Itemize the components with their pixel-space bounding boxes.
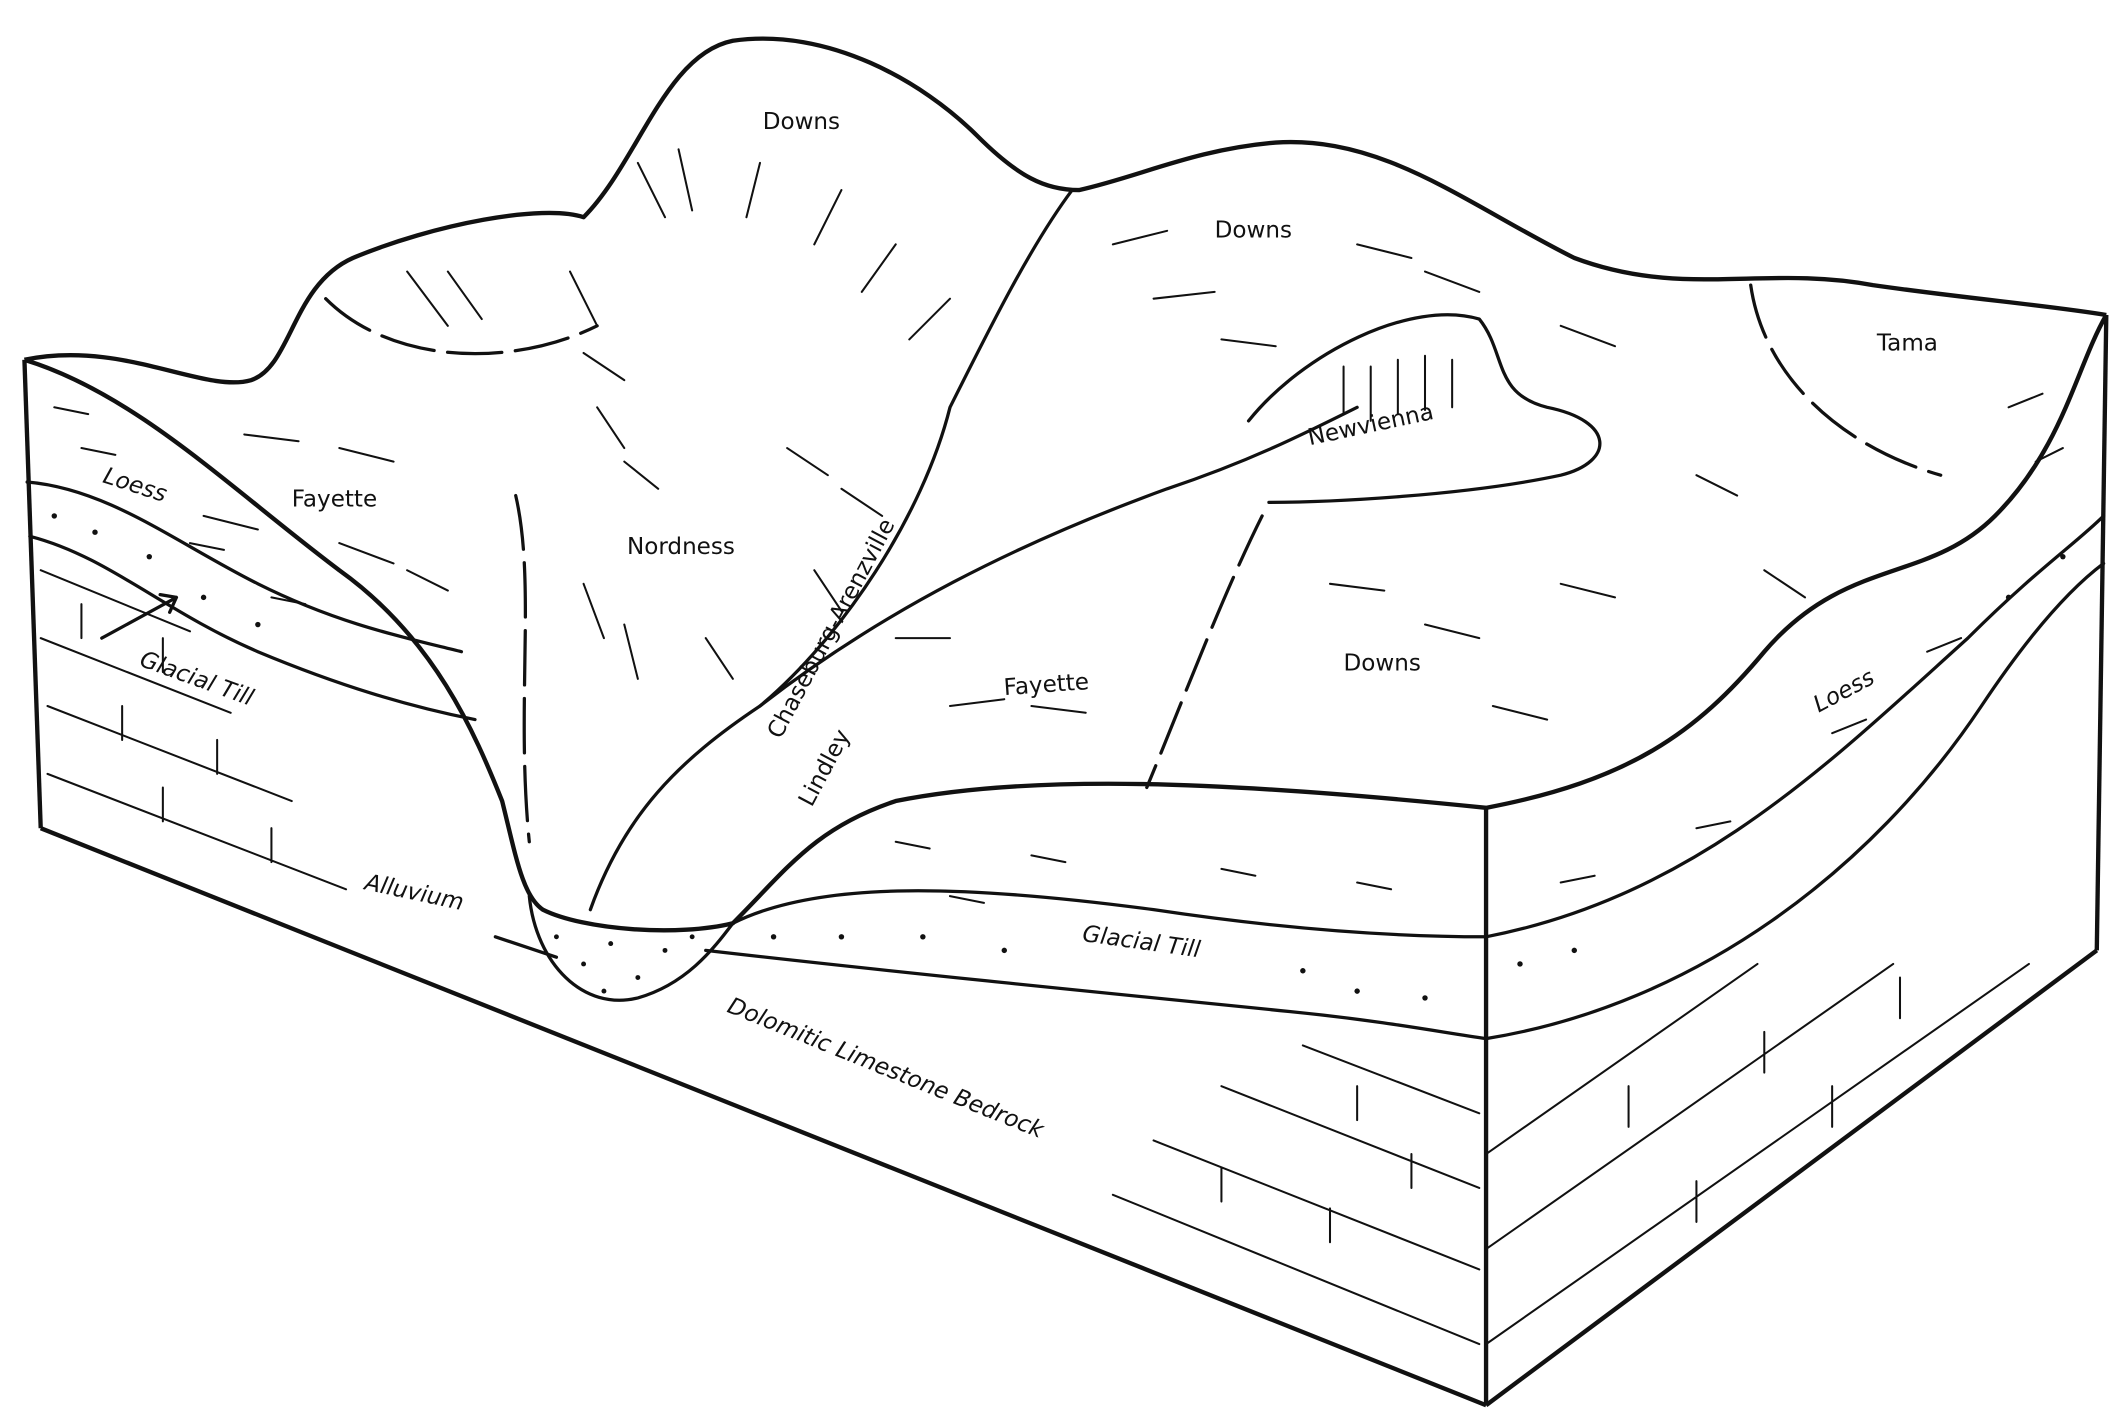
label-chaseburg-arenzville: Chaseburg-Arenzville <box>763 515 901 743</box>
label-lindley: Lindley <box>794 725 856 810</box>
label-nordness: Nordness <box>627 534 735 560</box>
label-loess-left: Loess <box>100 463 170 508</box>
label-fayette-center: Fayette <box>1003 669 1090 701</box>
till-bedrock-boundary-front <box>704 948 1488 1041</box>
soil-boundary <box>514 493 531 844</box>
surface-right-edge <box>1485 313 2109 810</box>
tributary-valley <box>758 405 1359 708</box>
label-tama: Tama <box>1876 330 1938 356</box>
glacial-till-texture <box>51 513 2066 1001</box>
loess-till-boundary-front <box>731 889 1488 939</box>
till-bedrock-boundary-left <box>28 534 477 722</box>
newvienna-bench <box>1246 313 1602 504</box>
alluvium-texture <box>553 934 695 994</box>
bottom-left-edge <box>39 826 1487 1408</box>
label-glacial-till-front: Glacial Till <box>1081 921 1203 963</box>
loess-till-boundary-right <box>1484 514 2106 939</box>
glacial-till-arrow <box>100 593 179 640</box>
label-downs-upper-right: Downs <box>1215 218 1292 244</box>
bottom-right-edge <box>1484 948 2099 1407</box>
right-face-edge <box>2094 314 2109 951</box>
surface-front-edge <box>23 357 1487 933</box>
limestone-bedrock-texture <box>39 569 2030 1346</box>
soil-boundary <box>1145 514 1264 790</box>
left-face-edge <box>22 359 43 829</box>
alluvium-pocket <box>527 894 735 1002</box>
slope-hachures <box>202 148 1807 721</box>
stream-channel <box>588 188 1074 912</box>
soil-boundary <box>324 297 599 356</box>
label-alluvium: Alluvium <box>361 869 467 916</box>
label-fayette-left: Fayette <box>292 486 377 512</box>
label-downs-lower: Downs <box>1344 651 1421 677</box>
label-loess-right: Loess <box>1809 665 1879 719</box>
label-glacial-till-left: Glacial Till <box>136 646 257 711</box>
soil-boundary <box>1749 283 1943 477</box>
till-bedrock-boundary-right <box>1484 561 2106 1041</box>
loess-texture <box>53 392 2064 904</box>
top-surface-outline <box>23 36 2107 385</box>
loess-till-boundary-left <box>25 480 464 654</box>
alluvium-arrow <box>493 935 559 959</box>
label-downs-top: Downs <box>763 109 840 135</box>
